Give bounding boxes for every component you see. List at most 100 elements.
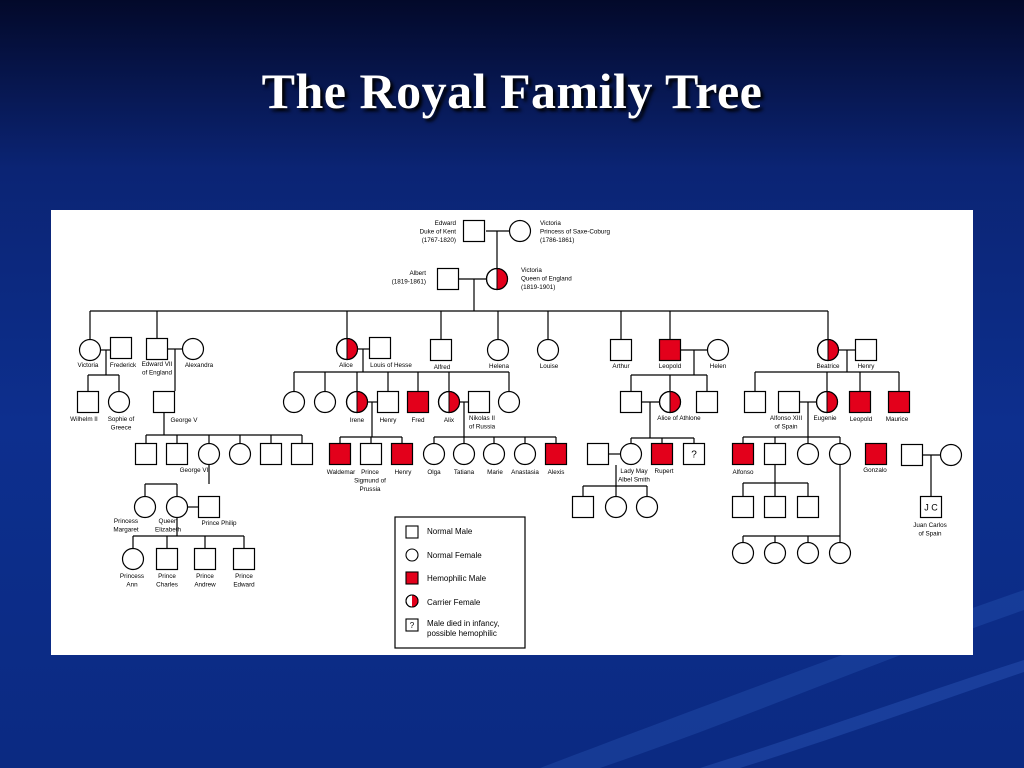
child-male-symbol <box>619 390 643 414</box>
child-female-symbol <box>282 390 306 414</box>
label-gonzalo: Gonzalo <box>863 467 887 474</box>
label-henry-b: Henry <box>858 363 876 370</box>
child-male-symbol <box>731 495 755 519</box>
alfred-male-symbol <box>429 338 453 362</box>
child-female-symbol <box>828 442 852 466</box>
child-male-symbol <box>165 442 189 466</box>
lady-may-female-symbol <box>619 442 643 466</box>
helen-female-symbol <box>706 338 730 362</box>
child-female-symbol <box>796 541 820 565</box>
label-leopold: Leopold <box>659 363 682 370</box>
legend-died-infancy: Male died in infancy,possible hemophilic <box>427 619 499 638</box>
label-marie: Marie <box>487 469 503 476</box>
legend-question-mark: ? <box>410 621 415 630</box>
child-female-symbol <box>731 541 755 565</box>
albert-male-symbol <box>436 267 460 291</box>
leopold-male-symbol <box>658 338 682 362</box>
olga-female-symbol <box>422 442 446 466</box>
sophie-female-symbol <box>107 390 131 414</box>
alfonso-male-symbol <box>731 442 755 466</box>
waldemar-male-symbol <box>328 442 352 466</box>
label-philip: Prince Philip <box>202 520 237 527</box>
label-rupert: Rupert <box>655 468 674 475</box>
victoria-saxe-female-symbol <box>508 219 532 243</box>
carrier-fill <box>347 338 358 360</box>
juan-carlos-initials: J C <box>924 503 938 513</box>
legend-carrier-fill <box>412 595 418 607</box>
child-male-symbol <box>586 442 610 466</box>
label-george6: George VI <box>180 467 209 474</box>
carrier-fill <box>497 268 508 290</box>
label-alexis: Alexis <box>548 469 565 476</box>
label-waldemar: Waldemar <box>327 469 355 476</box>
child-male-symbol <box>290 442 314 466</box>
legend-carrier-outline <box>405 594 419 608</box>
label-olga: Olga <box>427 469 441 476</box>
label-george5: George V <box>171 417 199 424</box>
label-wilhelm: Wilhelm II <box>70 416 98 423</box>
legend-carrier-female: Carrier Female <box>427 598 481 607</box>
fred-male-symbol <box>406 390 430 414</box>
marie-female-symbol <box>482 442 506 466</box>
child-male-symbol <box>796 495 820 519</box>
gonzalo-male-symbol <box>864 442 888 466</box>
henry-i-male-symbol <box>376 390 400 414</box>
child-female-symbol <box>313 390 337 414</box>
child-female-symbol <box>828 541 852 565</box>
legend-hemophilic-icon <box>405 571 419 585</box>
question-mark-text: ? <box>691 450 697 461</box>
edward7-male-symbol <box>145 337 169 361</box>
label-arthur: Arthur <box>612 363 629 370</box>
child-male-symbol <box>259 442 283 466</box>
nicholas-male-symbol <box>467 390 491 414</box>
legend-question-icon <box>405 618 419 632</box>
label-louise: Louise <box>540 363 559 370</box>
child-male-symbol <box>900 443 924 467</box>
child-female-symbol <box>604 495 628 519</box>
label-anastasia: Anastasia <box>511 469 539 476</box>
sigmund-male-symbol <box>359 442 383 466</box>
label-louis: Louis of Hesse <box>370 362 412 369</box>
alexandra-female-symbol <box>181 337 205 361</box>
carrier-fill <box>357 391 368 413</box>
child-female-symbol <box>497 390 521 414</box>
legend-male-icon <box>405 525 419 539</box>
label-tatiana: Tatiana <box>454 469 475 476</box>
child-female-symbol <box>635 495 659 519</box>
maurice-male-symbol <box>887 390 911 414</box>
leopold2-male-symbol <box>848 390 872 414</box>
label-maurice: Maurice <box>886 416 909 423</box>
anastasia-female-symbol <box>513 442 537 466</box>
frederick-male-symbol <box>109 336 133 360</box>
george5-male-symbol <box>152 390 176 414</box>
child-male-symbol <box>134 442 158 466</box>
label-albert: Albert(1819-1861) <box>392 270 427 286</box>
child-female-symbol <box>939 443 963 467</box>
label-alfonso: Alfonso <box>732 469 754 476</box>
child-male-symbol <box>763 495 787 519</box>
label-alix: Alix <box>444 417 455 424</box>
arthur-male-symbol <box>609 338 633 362</box>
henry-b-male-symbol <box>854 338 878 362</box>
label-alfred: Alfred <box>434 364 451 371</box>
label-beatrice: Beatrice <box>816 363 840 370</box>
elizabeth-female-symbol <box>165 495 189 519</box>
child-male-symbol <box>695 390 719 414</box>
child-male-symbol <box>571 495 595 519</box>
died-infancy-male-symbol <box>682 442 706 466</box>
label-victoria2: Victoria <box>78 362 99 369</box>
slide-title: The Royal Family Tree <box>261 63 763 119</box>
child-male-symbol <box>763 442 787 466</box>
